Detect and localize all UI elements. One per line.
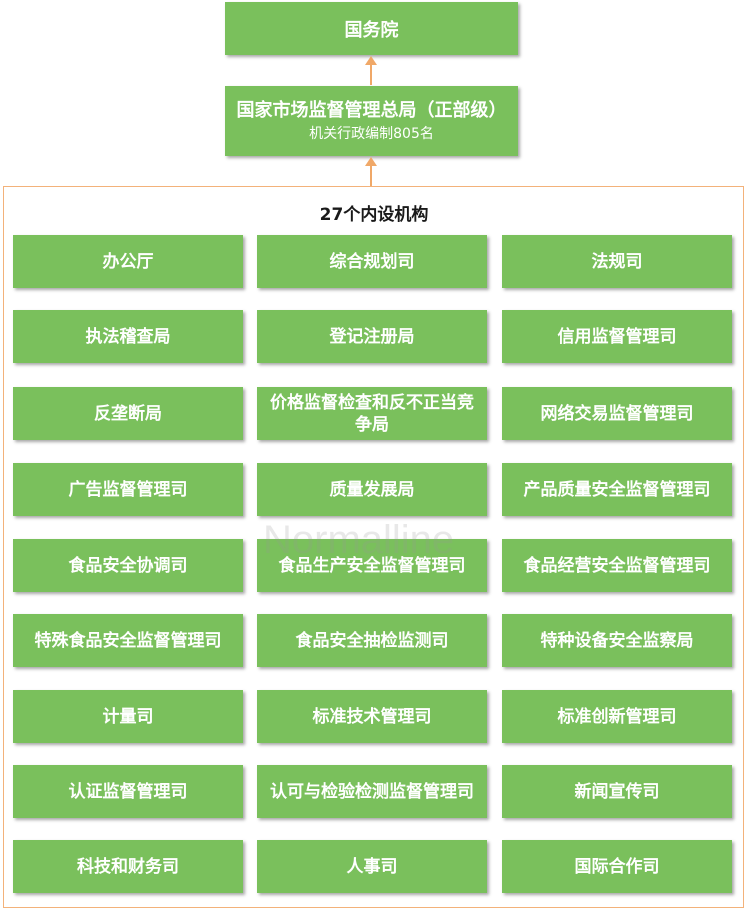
- unit-box: 质量发展局: [257, 463, 487, 516]
- samr-title: 国家市场监督管理总局（正部级）: [236, 100, 507, 121]
- arrow-up-icon: [365, 56, 377, 65]
- unit-box: 国际合作司: [502, 840, 732, 893]
- unit-box: 食品经营安全监督管理司: [502, 539, 732, 592]
- unit-box: 网络交易监督管理司: [502, 387, 732, 440]
- unit-box: 特种设备安全监察局: [502, 614, 732, 667]
- unit-box: 人事司: [257, 840, 487, 893]
- unit-box: 办公厅: [13, 235, 243, 288]
- unit-box: 计量司: [13, 690, 243, 743]
- arrow-up-icon: [365, 157, 377, 166]
- unit-box: 综合规划司: [257, 235, 487, 288]
- unit-box: 标准创新管理司: [502, 690, 732, 743]
- unit-box: 科技和财务司: [13, 840, 243, 893]
- unit-box: 价格监督检查和反不正当竞争局: [257, 387, 487, 440]
- unit-box: 特殊食品安全监督管理司: [13, 614, 243, 667]
- samr-box: 国家市场监督管理总局（正部级） 机关行政编制805名: [225, 86, 518, 156]
- samr-subtitle: 机关行政编制805名: [309, 126, 434, 142]
- section-title: 27个内设机构: [319, 205, 429, 225]
- state-council-box: 国务院: [225, 2, 518, 55]
- unit-box: 登记注册局: [257, 310, 487, 363]
- unit-box: 标准技术管理司: [257, 690, 487, 743]
- unit-box: 食品安全抽检监测司: [257, 614, 487, 667]
- unit-box: 反垄断局: [13, 387, 243, 440]
- state-council-label: 国务院: [344, 19, 399, 41]
- unit-box: 认可与检验检测监督管理司: [257, 765, 487, 818]
- unit-box: 信用监督管理司: [502, 310, 732, 363]
- unit-box: 广告监督管理司: [13, 463, 243, 516]
- unit-box: 法规司: [502, 235, 732, 288]
- unit-box: 认证监督管理司: [13, 765, 243, 818]
- arrow-connector-upper: [370, 63, 372, 85]
- unit-box: 食品安全协调司: [13, 539, 243, 592]
- arrow-connector-lower: [370, 165, 372, 186]
- unit-box: 食品生产安全监督管理司: [257, 539, 487, 592]
- unit-box: 新闻宣传司: [502, 765, 732, 818]
- unit-box: 执法稽查局: [13, 310, 243, 363]
- unit-box: 产品质量安全监督管理司: [502, 463, 732, 516]
